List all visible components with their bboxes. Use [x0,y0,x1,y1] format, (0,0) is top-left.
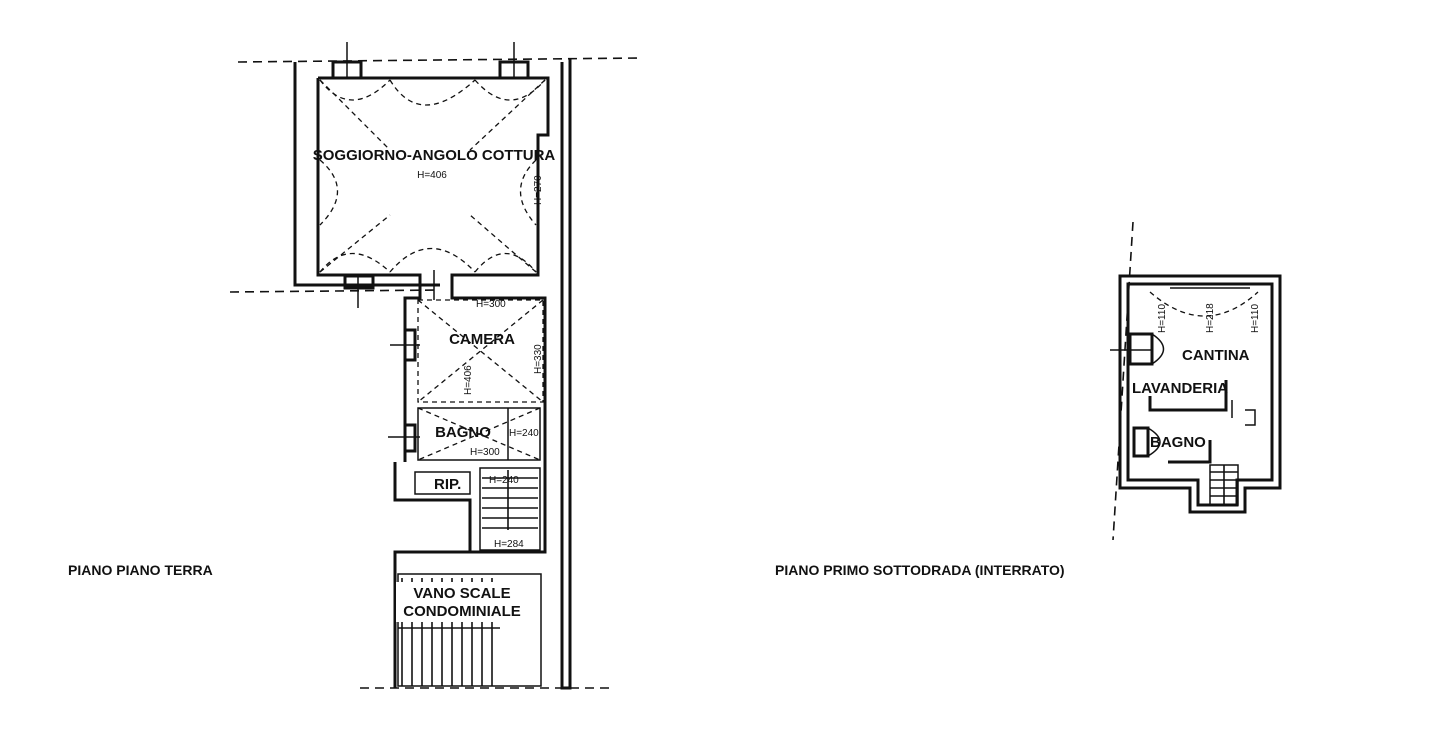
boundary-line-basement [1112,221,1134,541]
outer-wall-right [560,58,572,690]
label-basement-h2: H=218 [1205,303,1216,333]
label-bagno: BAGNO [435,424,491,441]
outer-wall-left [293,62,440,287]
label-stair-height-bottom: H=284 [494,539,524,550]
label-bagno-height-bottom: H=300 [470,447,500,458]
vault-diagonal [319,214,391,273]
vault-curve [319,79,391,101]
stair-right-wall [470,462,547,554]
internal-stair [479,467,541,551]
living-room-left-wall [316,78,422,462]
label-soggiorno-height: H=406 [417,170,447,181]
lower-left-walls [393,462,472,688]
fixture-mark [1245,409,1256,426]
label-basement-h1: H=110 [1157,304,1168,333]
label-camera: CAMERA [449,331,515,348]
vault-diagonal [319,79,391,151]
vault-curve [474,252,537,273]
vault-diagonal [469,214,537,273]
boundary-line-mid [229,289,441,293]
label-cantina: CANTINA [1182,347,1250,364]
label-stair-height-top: H=240 [489,475,519,486]
basement-plan: H=110 H=218 H=110 CANTINA LAVANDERIA BAG… [775,221,1282,578]
label-soggiorno-height-side: H=270 [533,175,544,205]
vault-curve [519,159,537,226]
label-camera-height-top: H=300 [476,299,506,310]
vault-curve [474,79,546,101]
caption-ground-floor: PIANO PIANO TERRA [68,562,213,578]
bagno-door-swing [1147,427,1161,457]
vault-curve [319,159,339,226]
label-basement-h3: H=110 [1250,304,1261,333]
bagno-outline [417,407,541,461]
label-vano-scale-1: VANO SCALE [413,585,510,602]
boundary-line-top [237,57,641,63]
label-camera-height-right: H=330 [533,344,544,374]
window-camera [403,328,417,362]
label-soggiorno: SOGGIORNO-ANGOLO COTTURA [313,147,556,164]
label-rip: RIP. [434,476,461,493]
stair-outline [479,467,541,551]
window-bagno [403,423,417,453]
vault-diagonal [469,79,546,151]
basement-stair [1209,464,1239,506]
label-camera-height-left: H=406 [463,365,474,395]
vano-scale-outline [397,573,542,687]
vault-curve [389,79,476,106]
window-mid [343,274,375,290]
lavanderia-partition [1148,380,1228,412]
label-vano-scale-2: CONDOMINIALE [403,603,521,620]
basement-bagno-window [1132,426,1150,458]
label-bagno-height-right: H=240 [509,428,539,439]
living-room-walls [318,76,550,462]
basement-window [1128,332,1154,366]
label-basement-bagno: BAGNO [1150,434,1206,451]
ripostiglio-box [414,471,471,495]
basement-outer-wall [1118,274,1282,514]
bagno-partition [1168,440,1212,464]
vault-curve [319,252,391,273]
vault-curve [389,248,476,273]
caption-basement: PIANO PRIMO SOTTODRADA (INTERRATO) [775,562,1065,578]
label-lavanderia: LAVANDERIA [1132,380,1228,397]
door-swing [1151,333,1165,365]
vault-diagonal [417,407,541,461]
ground-floor-plan: SOGGIORNO-ANGOLO COTTURA H=406 H=270 H=3… [68,42,641,690]
camera-outline [417,299,544,403]
vano-label-bg [396,582,524,622]
